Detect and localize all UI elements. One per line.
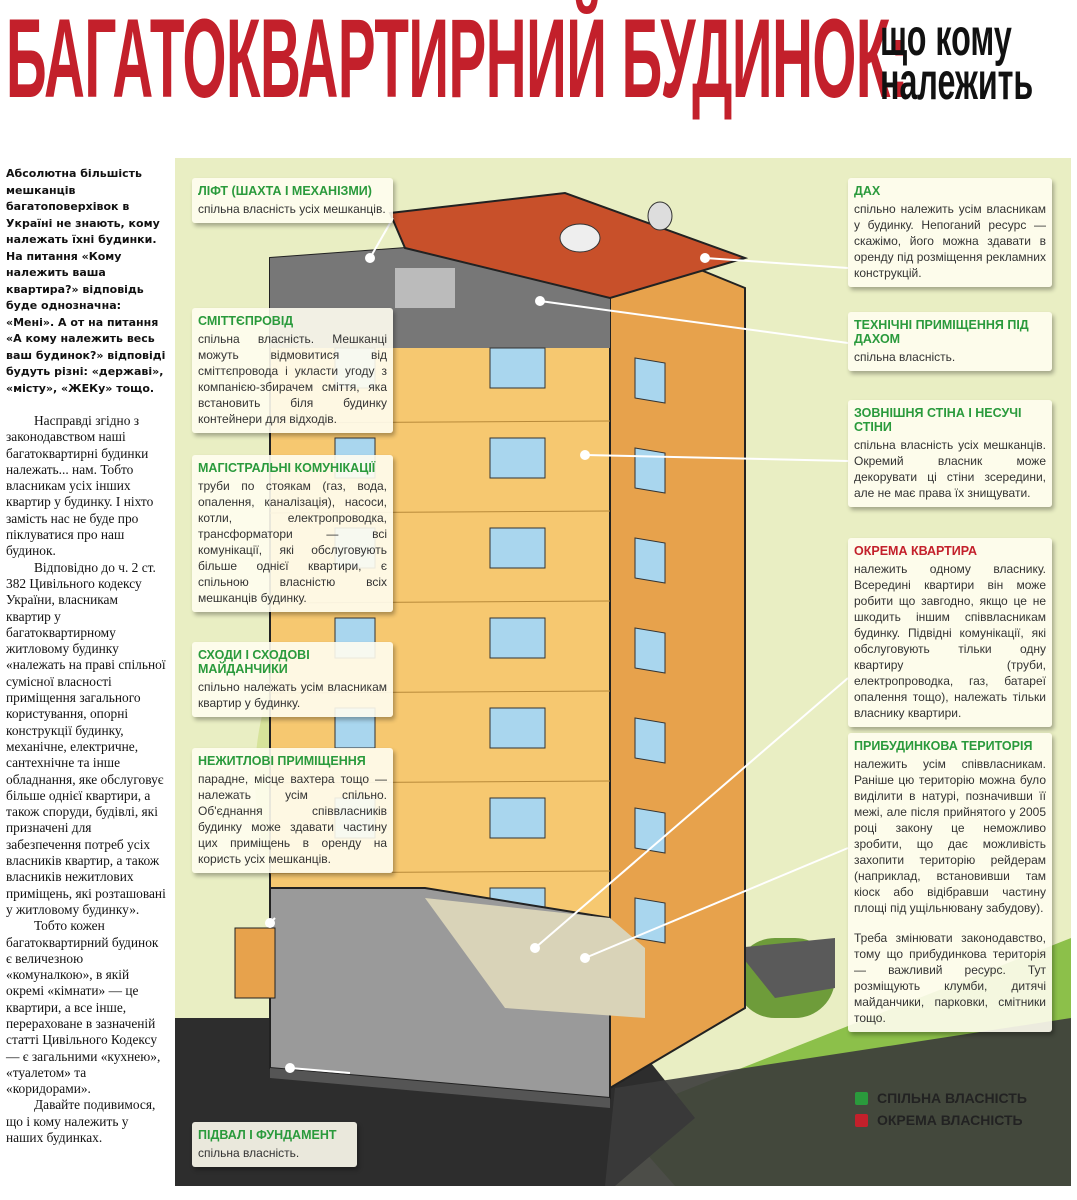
legend-label: СПІЛЬНА ВЛАСНІСТЬ [877, 1090, 1027, 1106]
side-window [634, 627, 666, 674]
legend-common: СПІЛЬНА ВЛАСНІСТЬ [855, 1090, 1027, 1106]
callout-title: ПІДВАЛ І ФУНДАМЕНТ [198, 1128, 337, 1142]
window [489, 527, 546, 569]
intro-paragraph: Насправді згідно з законодавством наші б… [6, 413, 154, 559]
callout-apartment: ОКРЕМА КВАРТИРА належить одному власнику… [848, 538, 1052, 727]
callout-technical-rooms: ТЕХНІЧНІ ПРИМІЩЕННЯ ПІД ДАХОМ спільна вл… [848, 312, 1052, 371]
callout-text: спільна власність усіх мешканців. [198, 202, 386, 216]
callout-mains: МАГІСТРАЛЬНІ КОМУНІКАЦІЇ труби по стояка… [192, 455, 393, 612]
subtitle-line-1: що кому [880, 9, 1012, 67]
basement [270, 1068, 610, 1108]
callout-lift: ЛІФТ (ШАХТА І МЕХАНІЗМИ) спільна власніс… [192, 178, 393, 223]
window [489, 797, 546, 839]
callout-text: Треба змінювати законодавство, тому що п… [854, 931, 1046, 1025]
callout-text: труби по стоякам (газ, вода, опалення, к… [198, 479, 387, 605]
callout-walls: ЗОВНІШНЯ СТІНА І НЕСУЧІ СТІНИ спільна вл… [848, 400, 1052, 507]
callout-title: ПРИБУДИНКОВА ТЕРИТОРІЯ [854, 739, 1033, 753]
side-window [634, 357, 666, 404]
callout-title: ЛІФТ (ШАХТА І МЕХАНІЗМИ) [198, 184, 372, 198]
legend-private: ОКРЕМА ВЛАСНІСТЬ [855, 1112, 1027, 1128]
legend-label: ОКРЕМА ВЛАСНІСТЬ [877, 1112, 1023, 1128]
callout-title: МАГІСТРАЛЬНІ КОМУНІКАЦІЇ [198, 461, 376, 475]
callout-basement: ПІДВАЛ І ФУНДАМЕНТ спільна власність. [192, 1122, 357, 1167]
callout-title: ЗОВНІШНЯ СТІНА І НЕСУЧІ СТІНИ [854, 406, 1022, 434]
callout-text: спільна власність усіх мешканців. Окреми… [854, 438, 1046, 500]
entrance-annex [234, 927, 276, 999]
callout-title: НЕЖИТЛОВІ ПРИМІЩЕННЯ [198, 754, 366, 768]
side-window [634, 537, 666, 584]
callout-stairs: СХОДИ І СХОДОВІ МАЙДАНЧИКИ спільно належ… [192, 642, 393, 717]
side-window [634, 447, 666, 494]
window [489, 617, 546, 659]
parking-area [735, 938, 835, 998]
satellite-dish [559, 223, 601, 253]
callout-text: спільна власність. [198, 1146, 300, 1160]
side-window [634, 897, 666, 944]
elevator-machine-room [395, 268, 455, 308]
callout-text: належить одному власнику. Всередині квар… [854, 562, 1046, 720]
window [489, 347, 546, 389]
intro-paragraph: Відповідно до ч. 2 ст. 382 Цивільного ко… [6, 559, 166, 917]
apartment-cutaway [425, 898, 645, 1018]
intro-paragraph: Давайте подивимося, що і кому належить у… [6, 1097, 156, 1146]
callout-garbage-chute: СМІТТЄПРОВІД спільна власність. Мешканці… [192, 308, 393, 433]
leader-lines [265, 217, 849, 1074]
callout-roof: ДАХ спільно належить усім власникам у бу… [848, 178, 1052, 287]
callout-title: ДАХ [854, 184, 881, 198]
callout-text: спільно належить усім власникам у будинк… [854, 202, 1046, 280]
page-title: БАГАТОКВАРТИРНИЙ БУДИНОК: [6, 0, 909, 121]
callout-title: СХОДИ І СХОДОВІ МАЙДАНЧИКИ [198, 648, 310, 676]
subtitle-line-2: належить [880, 53, 1034, 111]
side-window [634, 807, 666, 854]
infographic-panel: ЛІФТ (ШАХТА І МЕХАНІЗМИ) спільна власніс… [175, 158, 1071, 1186]
callout-non-residential: НЕЖИТЛОВІ ПРИМІЩЕННЯ парадне, місце вахт… [192, 748, 393, 873]
callout-text: належить усім співвласникам. Раніше цю т… [854, 757, 1046, 915]
callout-title: ТЕХНІЧНІ ПРИМІЩЕННЯ ПІД ДАХОМ [854, 318, 1029, 346]
callout-text: спільна власність. Мешканці можуть відмо… [198, 332, 387, 426]
callout-title: ОКРЕМА КВАРТИРА [854, 544, 978, 558]
intro-column: Абсолютна більшість мешканців багатопове… [6, 166, 166, 1146]
satellite-dish [647, 201, 673, 231]
legend-swatch-red [855, 1113, 868, 1127]
window [489, 437, 546, 479]
legend: СПІЛЬНА ВЛАСНІСТЬ ОКРЕМА ВЛАСНІСТЬ [855, 1090, 1027, 1134]
callout-yard: ПРИБУДИНКОВА ТЕРИТОРІЯ належить усім спі… [848, 733, 1052, 1032]
road [605, 1018, 1071, 1186]
intro-paragraph: Тобто кожен багатоквартирний будинок є в… [6, 918, 161, 1097]
callout-text: спільно належать усім власникам квартир … [198, 680, 387, 710]
intro-lead: Абсолютна більшість мешканців багатопове… [6, 167, 166, 395]
callout-text: спільна власність. [854, 350, 956, 364]
legend-swatch-green [855, 1091, 868, 1105]
callout-title: СМІТТЄПРОВІД [198, 314, 294, 328]
window [489, 707, 546, 749]
side-window [634, 717, 666, 764]
page-subtitle: що кому належить [880, 9, 1034, 111]
callout-text: парадне, місце вахтера тощо — належать у… [198, 772, 387, 866]
